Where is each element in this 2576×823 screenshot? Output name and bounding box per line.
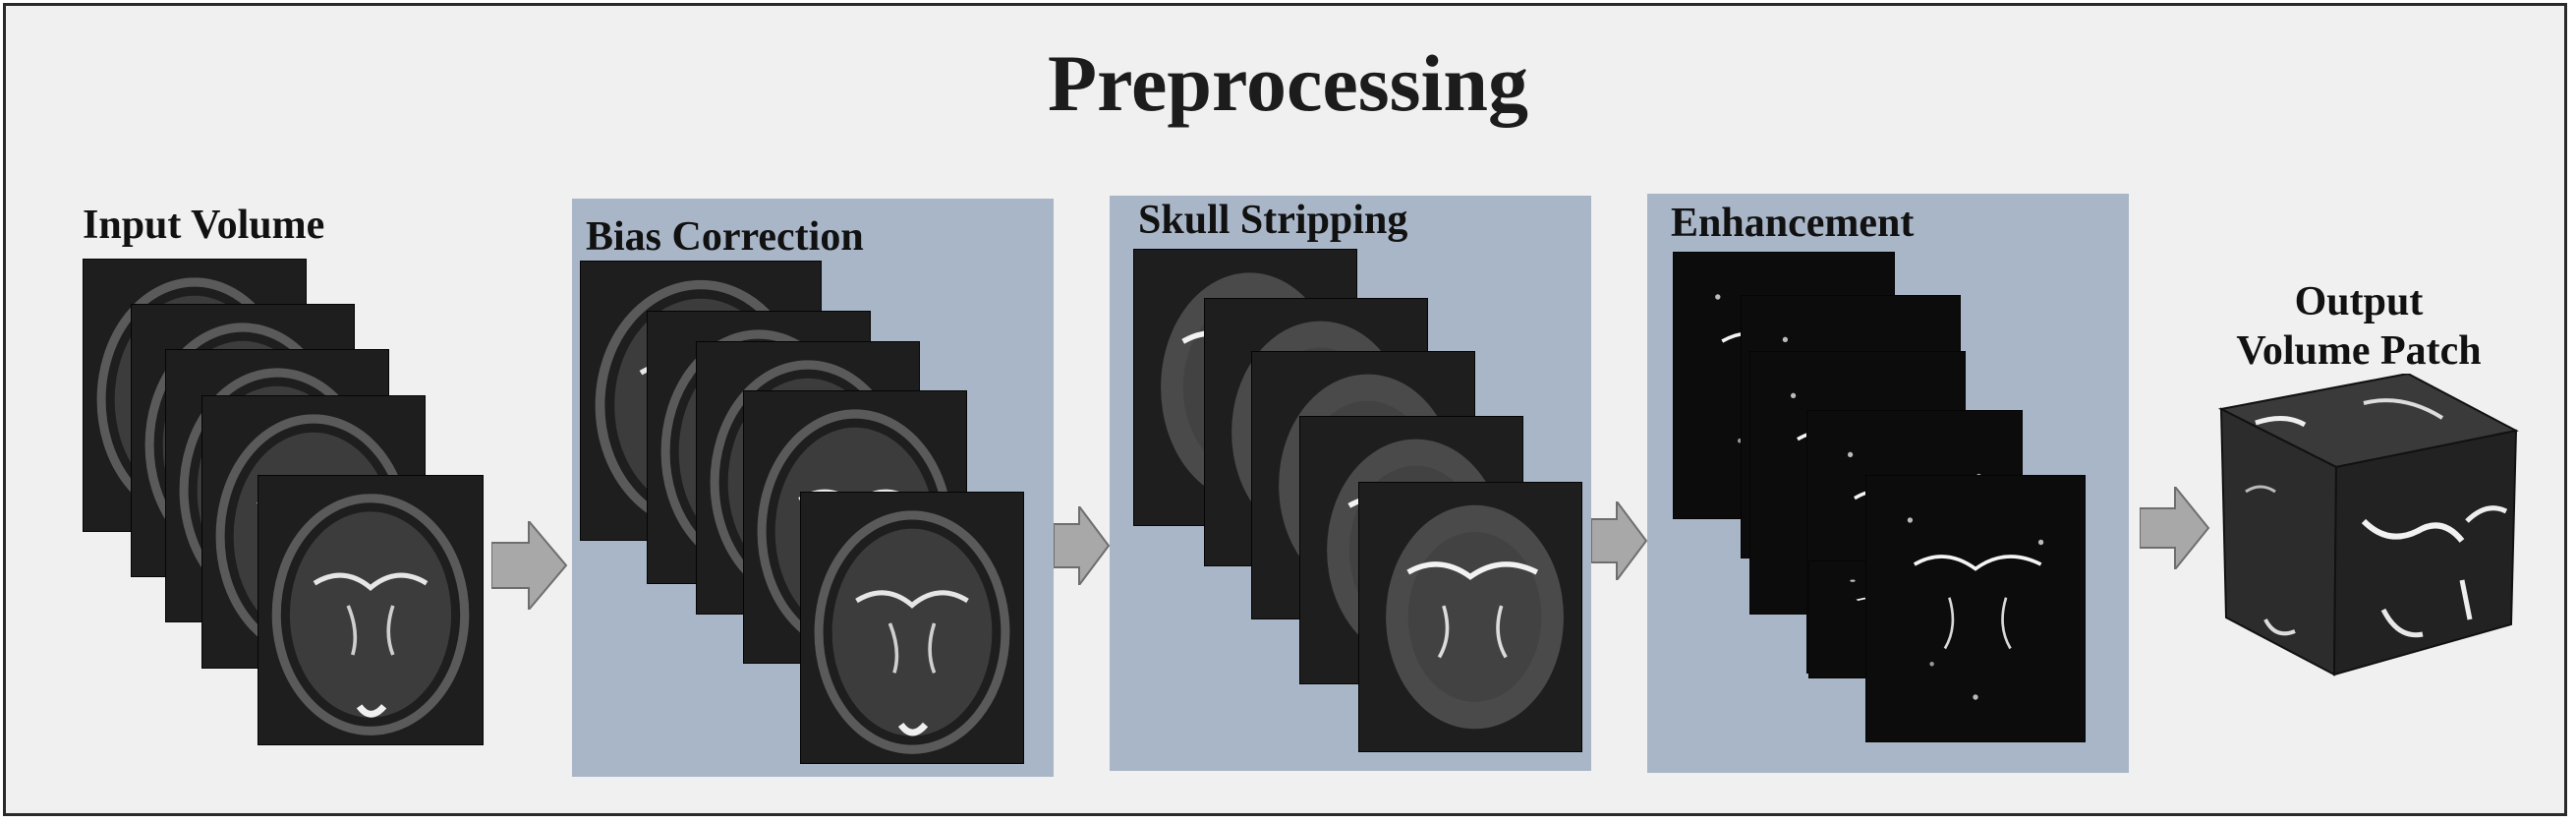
output-volume-cube-icon: [2217, 374, 2519, 676]
diagram-title: Preprocessing: [1048, 38, 1528, 128]
enhancement-label: Enhancement: [1671, 201, 1915, 246]
input-volume-slice: [258, 475, 484, 745]
bias-correction-label: Bias Correction: [586, 214, 864, 260]
output-label-line2: Volume Patch: [2236, 328, 2482, 375]
bias-correction-slice: [800, 492, 1024, 764]
arrow-2-icon: [1054, 506, 1111, 585]
skull-stripping-slice: [1358, 482, 1582, 752]
output-volume-patch-label: Output Volume Patch: [2162, 277, 2555, 377]
arrow-3-icon: [1591, 501, 1648, 580]
enhancement-slice: [1865, 475, 2086, 742]
output-label-line1: Output: [2294, 279, 2424, 324]
arrow-1-icon: [491, 521, 568, 610]
input-volume-label: Input Volume: [83, 203, 325, 248]
skull-stripping-label: Skull Stripping: [1138, 198, 1408, 243]
arrow-4-icon: [2140, 487, 2210, 569]
